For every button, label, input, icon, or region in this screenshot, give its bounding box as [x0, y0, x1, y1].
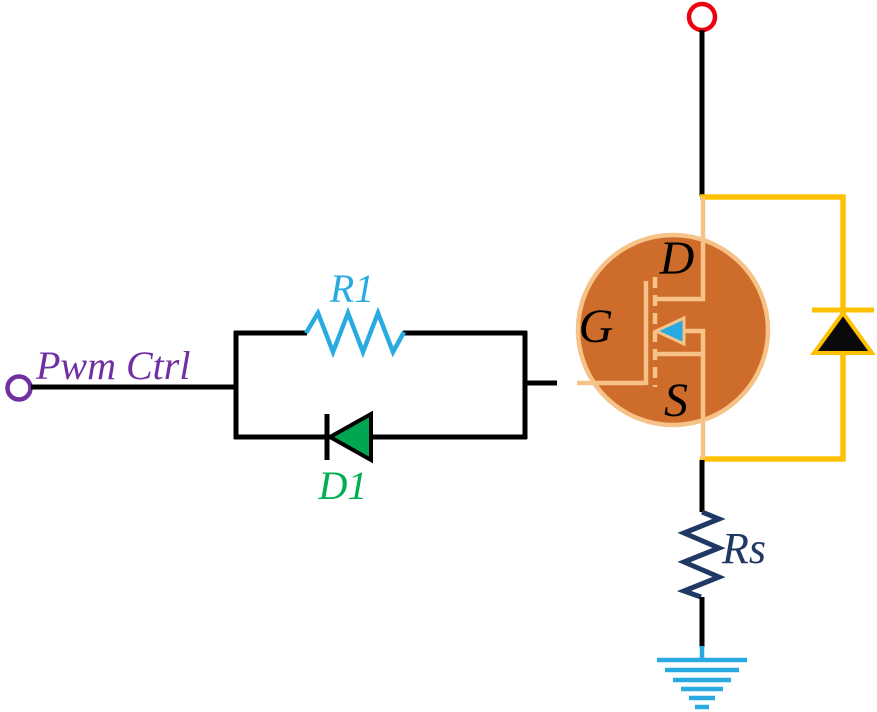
- source-sense-section: Rs: [657, 460, 766, 710]
- rs-label: Rs: [721, 524, 766, 573]
- resistor-r1-symbol: [304, 306, 406, 359]
- gate-network-box: R1 D1: [233, 266, 528, 508]
- pwm-ctrl-label: Pwm Ctrl: [35, 343, 190, 388]
- resistor-rs-symbol: [676, 509, 726, 600]
- mosfet-drain-label: D: [659, 232, 695, 285]
- pwm-terminal-icon: [5, 374, 33, 402]
- diode-d1-symbol: [325, 410, 373, 464]
- mosfet: D G S: [575, 197, 771, 459]
- supply-section: [686, 1, 718, 196]
- mosfet-source-label: S: [664, 374, 688, 427]
- freewheel-loop: [700, 194, 876, 462]
- mosfet-body-arrow-icon: [652, 315, 686, 347]
- freewheel-diode-symbol: [810, 309, 876, 355]
- mosfet-gate-label: G: [579, 300, 614, 353]
- ground-symbol-icon: [657, 646, 747, 710]
- d1-label: D1: [318, 463, 368, 508]
- supply-terminal-icon: [686, 1, 718, 33]
- mosfet-body-connection: [682, 328, 706, 354]
- r1-label: R1: [329, 266, 374, 311]
- pwm-input-section: Pwm Ctrl: [5, 343, 238, 402]
- mosfet-drain-lead: [655, 197, 706, 302]
